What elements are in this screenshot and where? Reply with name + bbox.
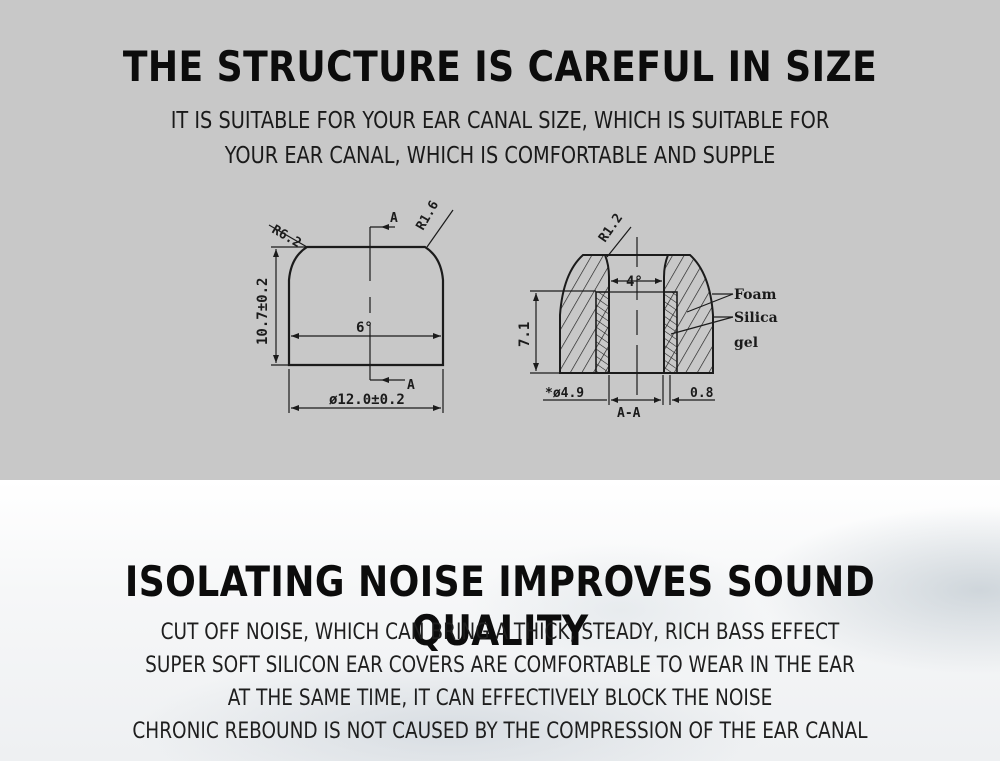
foam-label: Foam bbox=[734, 287, 777, 303]
height-label: 10.7±0.2 bbox=[255, 278, 271, 345]
section-aa-label: A-A bbox=[617, 406, 641, 421]
wall-thickness-label: 0.8 bbox=[690, 386, 714, 401]
section-radius-label: R1.2 bbox=[596, 211, 626, 245]
diameter-label: ø12.0±0.2 bbox=[329, 392, 405, 408]
noise-body-line-1: CUT OFF NOISE, WHICH CAN BRING A THICK, … bbox=[160, 620, 840, 645]
noise-title: ISOLATING NOISE IMPROVES SOUND QUALITY bbox=[124, 557, 876, 655]
section-marker-bottom: A bbox=[407, 378, 415, 393]
radius-right-label: R1.6 bbox=[413, 198, 442, 233]
gel-label: gel bbox=[734, 335, 758, 351]
section-marker-top: A bbox=[390, 211, 398, 226]
silica-label: Silica bbox=[734, 310, 778, 326]
structure-section bbox=[0, 0, 1000, 480]
structure-title: THE STRUCTURE IS CAREFUL IN SIZE bbox=[122, 42, 878, 91]
noise-body-line-2: SUPER SOFT SILICON EAR COVERS ARE COMFOR… bbox=[145, 653, 855, 678]
noise-body-line-3: AT THE SAME TIME, IT CAN EFFECTIVELY BLO… bbox=[227, 686, 773, 711]
ear-tip-section-drawing: 7.1 4° R1.2 *ø4.9 0.8 A-A Foam Silica ge… bbox=[517, 211, 778, 421]
structure-subtitle-line-1: IT IS SUITABLE FOR YOUR EAR CANAL SIZE, … bbox=[170, 108, 830, 134]
top-width-label: 6° bbox=[356, 320, 373, 336]
noise-section bbox=[0, 480, 1000, 761]
structure-subtitle-line-2: YOUR EAR CANAL, WHICH IS COMFORTABLE AND… bbox=[224, 143, 776, 169]
ear-tip-outer-dimension-drawing: A A R6.2 R1.6 10.7±0.2 6° ø12.0±0.2 bbox=[255, 198, 454, 413]
inner-width-label: 4° bbox=[626, 274, 643, 290]
noise-body-line-4: CHRONIC REBOUND IS NOT CAUSED BY THE COM… bbox=[132, 719, 868, 744]
section-height-label: 7.1 bbox=[517, 322, 533, 347]
inner-diameter-label: *ø4.9 bbox=[545, 386, 584, 401]
